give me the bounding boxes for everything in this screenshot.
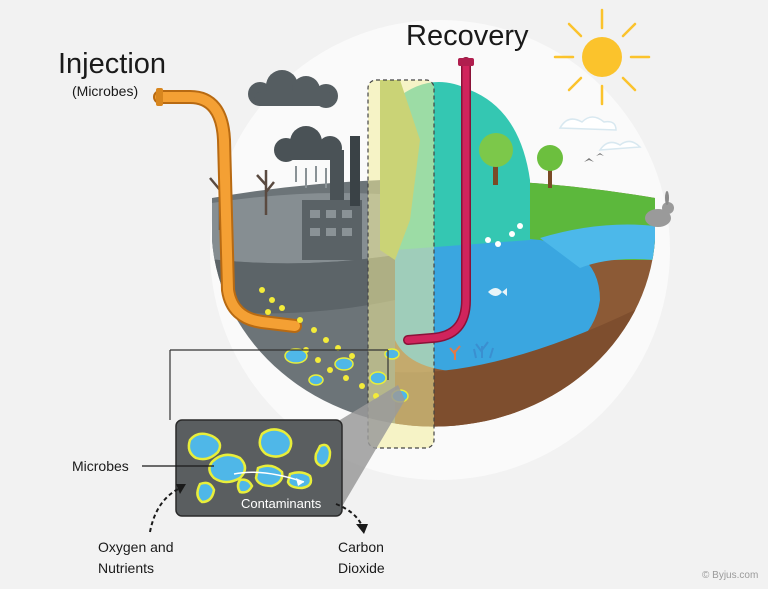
polluted-subsoil <box>212 255 395 314</box>
factory-icon <box>302 136 362 260</box>
oxygen-nutrients-label: Oxygen and Nutrients <box>98 539 174 576</box>
injection-sublabel: (Microbes) <box>72 83 139 99</box>
tree-icon <box>537 145 563 188</box>
recovery-pipe-cap <box>458 58 474 66</box>
flow-arrow <box>233 471 305 483</box>
cloud-icon <box>598 140 642 151</box>
magnified-microbes <box>187 428 332 504</box>
carbon-dioxide-label: Carbon Dioxide <box>338 539 385 576</box>
flow-arrowhead <box>296 478 304 486</box>
coral-icon <box>473 341 494 359</box>
microbes-label: Microbes <box>72 458 129 474</box>
injection-pipe-cap <box>156 88 163 106</box>
nutrient-dots <box>259 287 379 399</box>
tree-icon <box>479 133 513 185</box>
recovery-pipe <box>404 58 470 344</box>
credit-watermark: © Byjus.com <box>702 570 759 581</box>
rabbit-icon <box>645 191 674 227</box>
fish-icon <box>488 288 507 296</box>
magnifier-beam <box>340 385 405 510</box>
oxygen-arrowhead <box>176 484 186 494</box>
highlight-zone <box>367 79 435 449</box>
co2-arrowhead <box>356 524 368 534</box>
recovery-label: Recovery <box>406 20 529 52</box>
flowers-icon <box>485 223 523 247</box>
birds-icon <box>584 153 604 162</box>
rain-cloud-icon <box>274 126 342 162</box>
sun-icon <box>553 8 651 106</box>
co2-arrow <box>335 503 363 527</box>
river-water <box>540 224 655 268</box>
acid-rain <box>295 166 327 188</box>
smoke-cloud-icon <box>248 70 338 108</box>
injection-label: Injection <box>58 48 167 80</box>
coral-icon <box>449 345 461 360</box>
contaminants-label: Contaminants <box>241 496 322 511</box>
cloud-icon <box>558 116 617 131</box>
injection-pipe <box>155 92 300 331</box>
oxygen-arrow <box>149 487 181 533</box>
